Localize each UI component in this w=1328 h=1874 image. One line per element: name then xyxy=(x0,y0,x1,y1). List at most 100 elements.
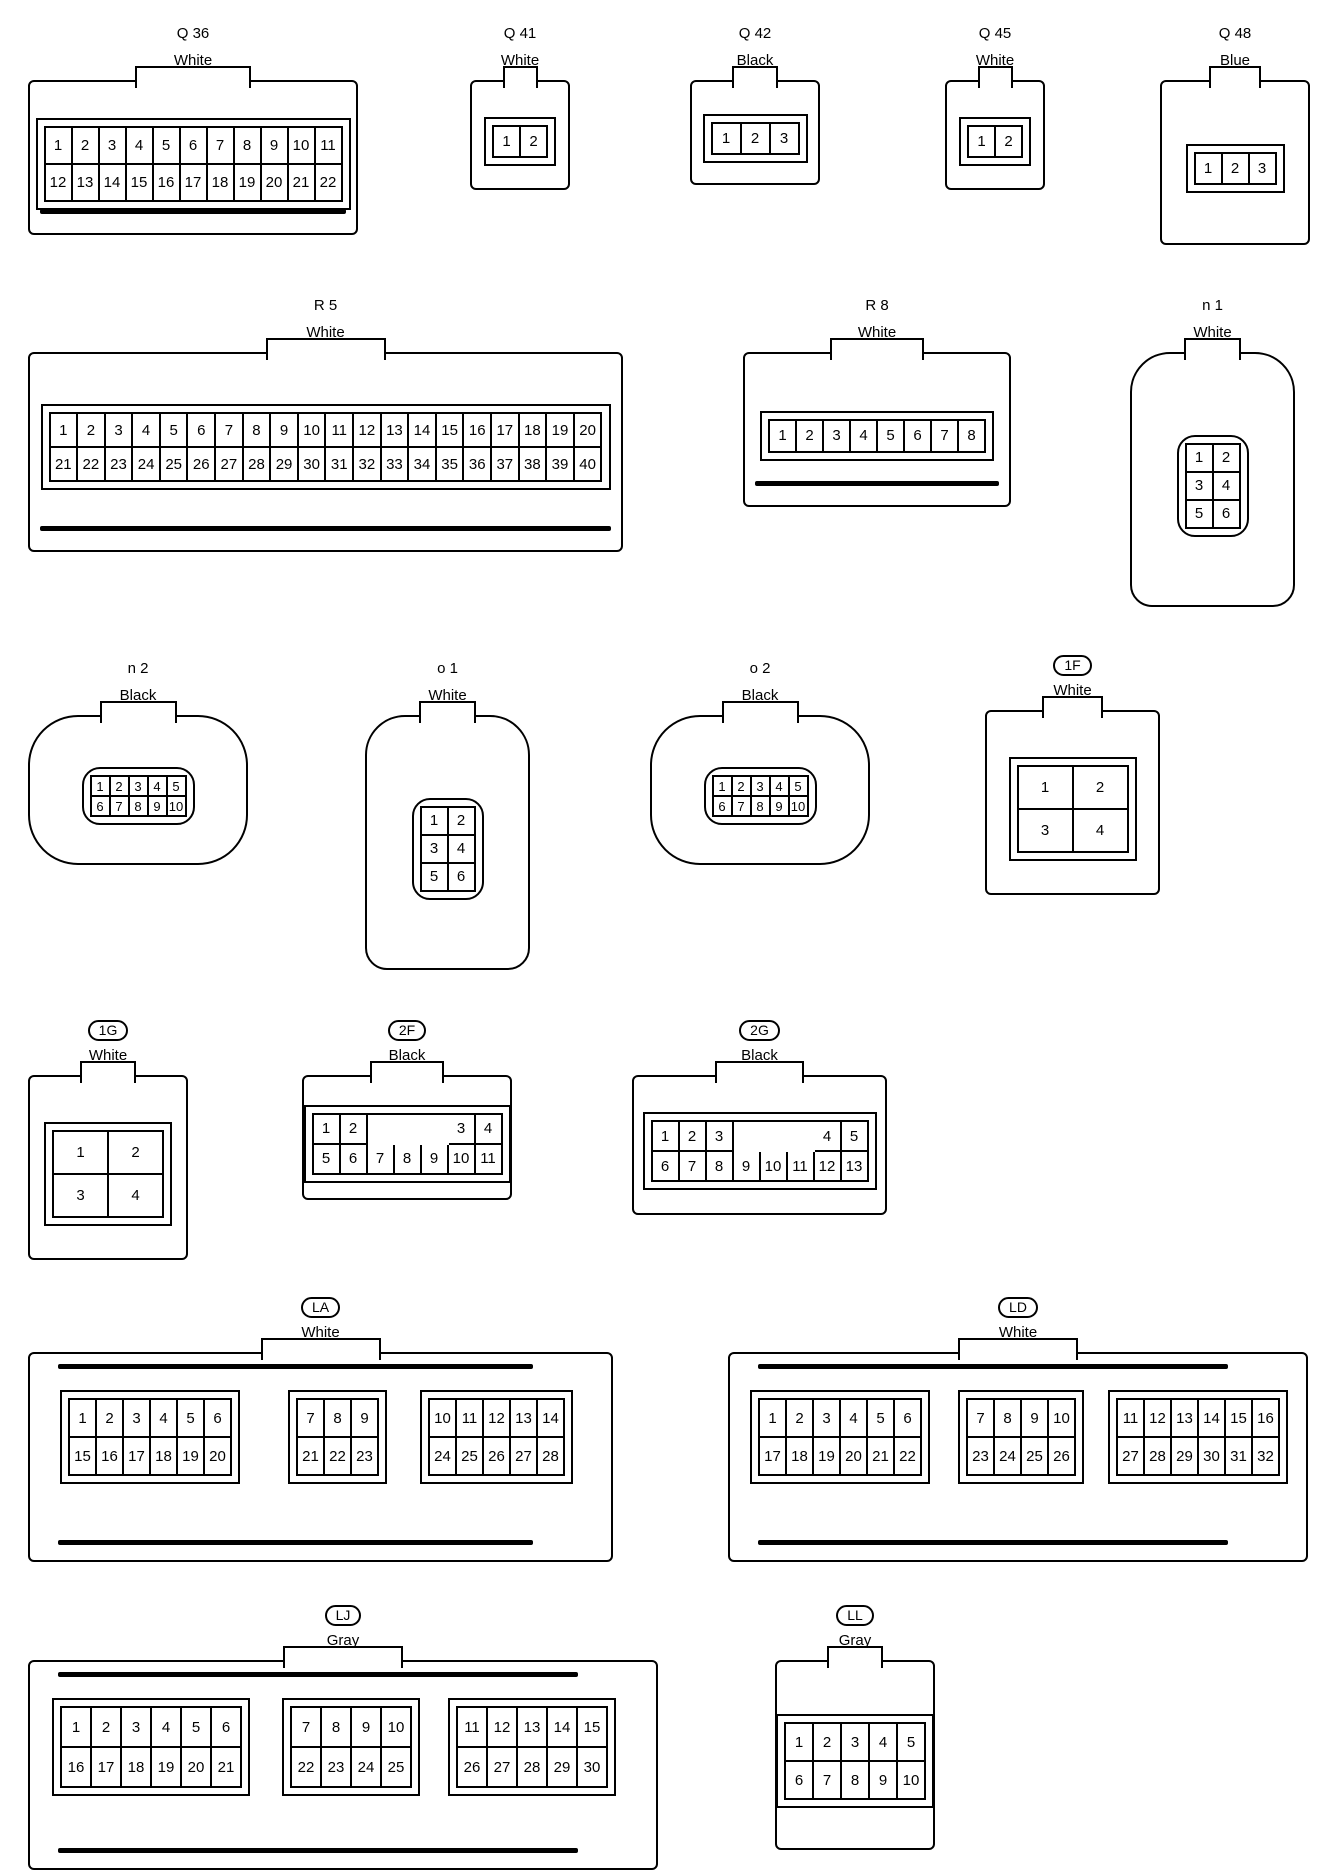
latch-tab xyxy=(99,701,177,723)
pin-5: 5 xyxy=(167,777,187,797)
pin-7: 7 xyxy=(732,797,752,817)
pin-1: 1 xyxy=(712,124,742,155)
connector-id-badge: LJ xyxy=(324,1605,362,1626)
pin-22: 22 xyxy=(895,1438,922,1476)
pin-8: 8 xyxy=(751,797,771,817)
latch-tab xyxy=(827,1646,883,1668)
pin-22: 22 xyxy=(325,1438,352,1476)
pin-4: 4 xyxy=(151,1400,178,1438)
pin-19: 19 xyxy=(152,1748,182,1788)
pin-3: 3 xyxy=(124,1400,151,1438)
pin-7: 7 xyxy=(216,414,244,448)
pin-4: 4 xyxy=(152,1708,182,1748)
pin-24: 24 xyxy=(133,448,161,482)
pin-21: 21 xyxy=(212,1748,242,1788)
latch-tab xyxy=(1208,66,1262,88)
pin-1: 1 xyxy=(760,1400,787,1438)
pin-8: 8 xyxy=(706,1152,734,1182)
pin-blank xyxy=(788,1122,815,1152)
rail-1 xyxy=(758,1364,1228,1369)
connector-color-label: White xyxy=(88,1047,128,1064)
connector-color-label: Black xyxy=(741,687,779,704)
latch-tab xyxy=(418,701,477,723)
connector-id-label: Q 45 xyxy=(978,25,1012,42)
rail-2 xyxy=(758,1540,1228,1545)
latch-tab xyxy=(265,338,386,360)
pin-8: 8 xyxy=(243,414,272,448)
pin-18: 18 xyxy=(519,414,548,448)
pin-12: 12 xyxy=(814,1152,842,1182)
pin-10: 10 xyxy=(382,1708,412,1748)
pin-14: 14 xyxy=(1199,1400,1226,1438)
pin-6: 6 xyxy=(448,863,476,892)
pin-7: 7 xyxy=(110,797,130,817)
pin-30: 30 xyxy=(298,448,327,482)
pin-10: 10 xyxy=(298,414,327,448)
pin-19: 19 xyxy=(547,414,575,448)
pin-38: 38 xyxy=(519,448,548,482)
pin-25: 25 xyxy=(160,448,189,482)
connector-color-label: Black xyxy=(388,1047,426,1064)
pin-3: 3 xyxy=(824,420,851,453)
pin-1: 1 xyxy=(770,420,797,453)
pin-30: 30 xyxy=(578,1748,608,1788)
pin-10: 10 xyxy=(898,1762,926,1800)
pin-19: 19 xyxy=(814,1438,841,1476)
pin-3: 3 xyxy=(421,835,449,864)
latch-tab xyxy=(830,338,924,360)
pin-3: 3 xyxy=(842,1724,870,1762)
pin-24: 24 xyxy=(995,1438,1022,1476)
connector-id-label: n 2 xyxy=(127,660,149,677)
pin-7: 7 xyxy=(679,1152,707,1182)
latch-tab xyxy=(714,1061,805,1083)
pin-blank xyxy=(368,1115,395,1145)
pin-1: 1 xyxy=(713,777,733,797)
pin-17: 17 xyxy=(180,164,208,202)
pin-blank xyxy=(761,1122,788,1152)
pin-6: 6 xyxy=(652,1152,680,1182)
pin-28: 28 xyxy=(518,1748,548,1788)
connector-id-label: R 5 xyxy=(313,297,338,314)
pin-20: 20 xyxy=(574,414,603,448)
pin-16: 16 xyxy=(62,1748,92,1788)
pin-9: 9 xyxy=(421,1144,449,1175)
pin-32: 32 xyxy=(1253,1438,1280,1476)
pin-20: 20 xyxy=(182,1748,212,1788)
pin-10: 10 xyxy=(430,1400,457,1438)
pin-9: 9 xyxy=(148,797,168,817)
pin-9: 9 xyxy=(733,1152,761,1182)
pin-21: 21 xyxy=(288,164,316,202)
pin-6: 6 xyxy=(180,127,208,165)
pin-9: 9 xyxy=(770,797,790,817)
pin-6: 6 xyxy=(212,1708,242,1748)
pin-39: 39 xyxy=(547,448,575,482)
connector-color-label: Blue xyxy=(1219,52,1251,69)
pin-11: 11 xyxy=(457,1400,484,1438)
pin-4: 4 xyxy=(841,1400,868,1438)
connector-id-label: Q 42 xyxy=(738,25,772,42)
connector-color-label: White xyxy=(998,1324,1038,1341)
pin-22: 22 xyxy=(292,1748,322,1788)
pin-40: 40 xyxy=(574,448,603,482)
pin-25: 25 xyxy=(382,1748,412,1788)
pin-13: 13 xyxy=(841,1152,869,1182)
pin-3: 3 xyxy=(448,1114,476,1145)
pin-6: 6 xyxy=(895,1400,922,1438)
connector-color-label: White xyxy=(975,52,1015,69)
pin-5: 5 xyxy=(178,1400,205,1438)
pin-1: 1 xyxy=(50,414,79,448)
pin-28: 28 xyxy=(538,1438,565,1476)
pin-27: 27 xyxy=(488,1748,518,1788)
